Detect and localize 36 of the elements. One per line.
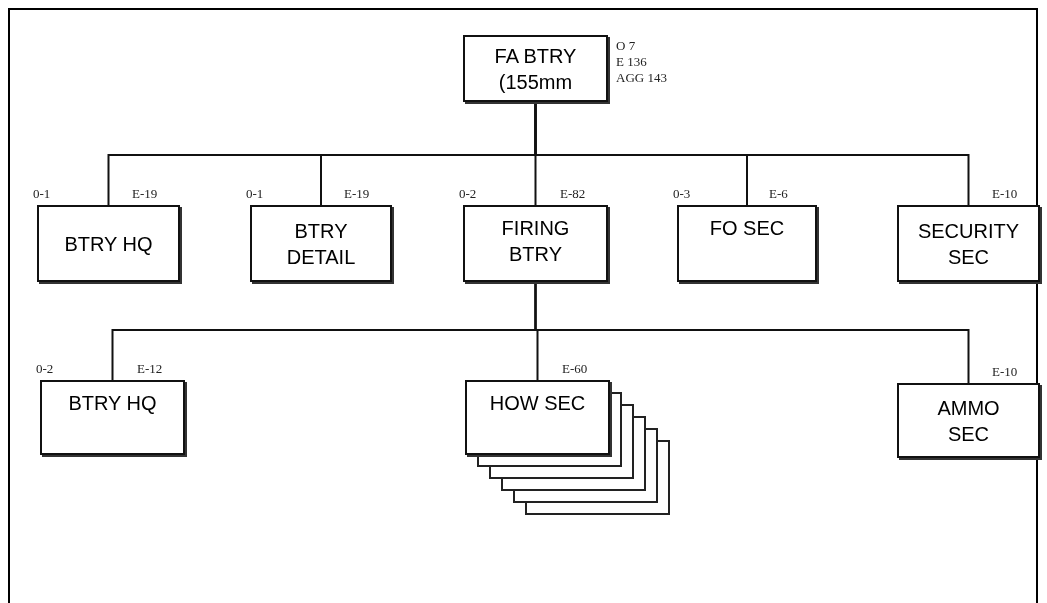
unit-name: BTRY DETAIL bbox=[285, 218, 357, 270]
strength-label: 0-1 bbox=[246, 187, 264, 202]
org-box bbox=[465, 380, 610, 455]
strength-label: E-12 bbox=[137, 362, 163, 377]
unit-name: FA BTRY (155mm bbox=[493, 43, 578, 95]
strength-label: E-19 bbox=[344, 187, 370, 202]
unit-name: BTRY HQ bbox=[68, 391, 157, 416]
strength-label: E-10 bbox=[992, 187, 1018, 202]
strength-label: 0-2 bbox=[459, 187, 477, 202]
org-box bbox=[250, 205, 392, 282]
unit-name: HOW SEC bbox=[489, 391, 586, 416]
unit-name: FIRING BTRY bbox=[500, 216, 571, 267]
org-box bbox=[463, 35, 608, 102]
strength-label: E-60 bbox=[562, 362, 588, 377]
strength-label: 0-1 bbox=[33, 187, 51, 202]
unit-name: BTRY HQ bbox=[64, 231, 153, 257]
org-box bbox=[897, 383, 1040, 458]
org-box bbox=[40, 380, 185, 455]
connector-line bbox=[534, 101, 970, 206]
org-box bbox=[37, 205, 180, 282]
strength-label: 0-2 bbox=[36, 362, 54, 377]
strength-label: E-6 bbox=[769, 187, 788, 202]
strength-label: O 7 bbox=[616, 39, 636, 54]
unit-name: FO SEC bbox=[709, 216, 785, 241]
connector-line bbox=[534, 281, 970, 384]
strength-label: E-82 bbox=[560, 187, 586, 202]
strength-label: E-19 bbox=[132, 187, 158, 202]
strength-label: E-10 bbox=[992, 365, 1018, 380]
unit-name: SECURITY SEC bbox=[916, 218, 1021, 270]
strength-label: E 136 bbox=[616, 55, 647, 70]
org-box bbox=[463, 205, 608, 282]
strength-label: AGG 143 bbox=[616, 71, 667, 86]
unit-name: AMMO SEC bbox=[936, 395, 1001, 447]
strength-label: 0-3 bbox=[673, 187, 691, 202]
org-box bbox=[677, 205, 817, 282]
org-box bbox=[897, 205, 1040, 282]
